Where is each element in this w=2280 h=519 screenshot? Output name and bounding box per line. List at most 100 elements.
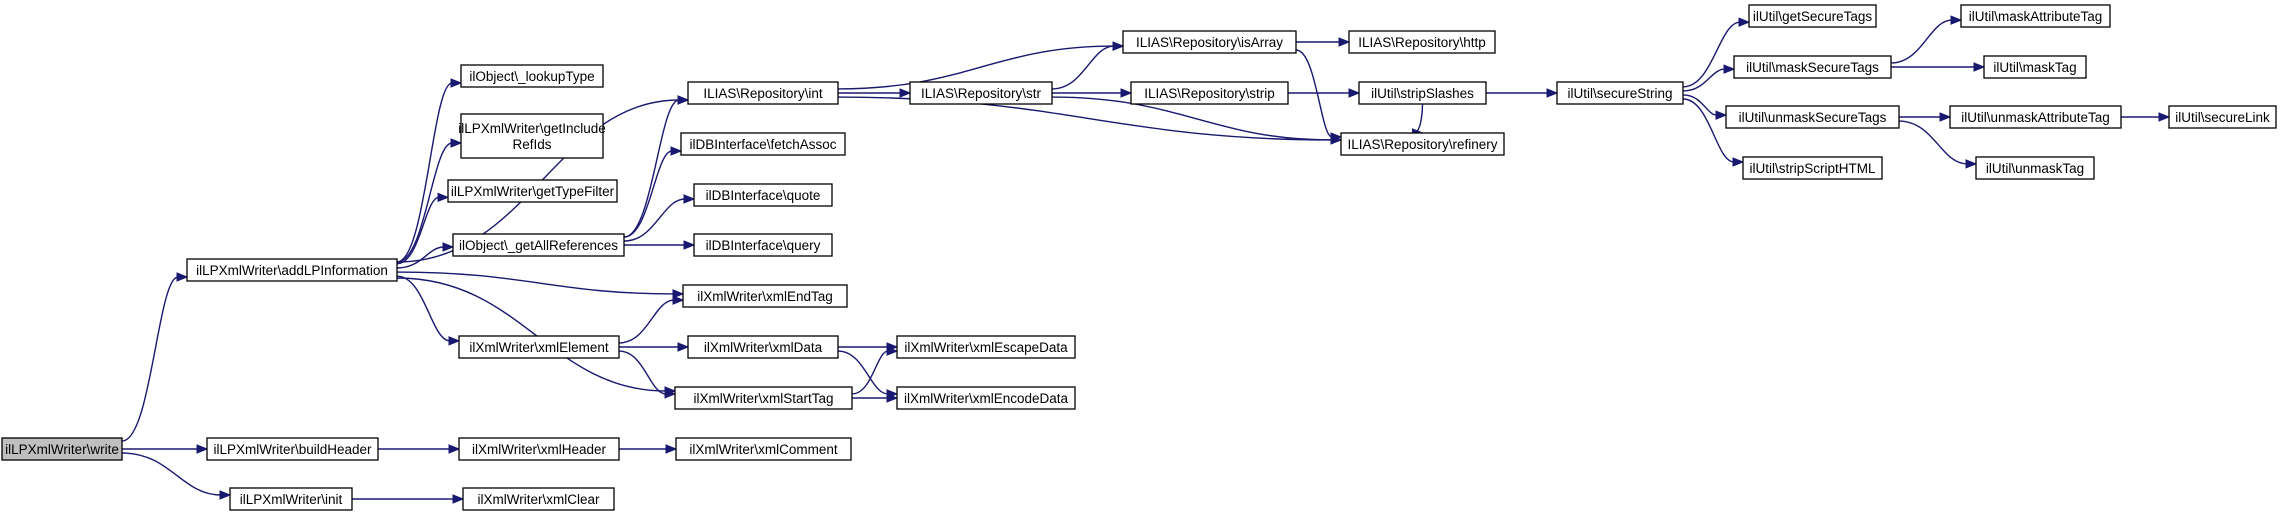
node-stripslashes[interactable]: ilUtil\stripSlashes: [1358, 81, 1487, 105]
node-masktag[interactable]: ilUtil\maskTag: [1983, 55, 2087, 79]
arrowhead-addLP-to-getAllReferences: [442, 242, 455, 252]
arrowhead-unmaskSecureTags-to-unmaskTag: [1965, 159, 1978, 169]
edge-write-to-addLP: [121, 276, 179, 442]
node-xmlclear[interactable]: ilXmlWriter\xmlClear: [462, 487, 615, 511]
node-label: ilDBInterface\query: [706, 238, 821, 253]
node-write[interactable]: ilLPXmlWriter\write: [1, 437, 123, 461]
node-box: [675, 437, 852, 461]
node-isarray[interactable]: ILIAS\Repository\isArray: [1122, 30, 1297, 54]
node-box: [674, 386, 853, 410]
node-box: [909, 81, 1053, 105]
node-box: [1122, 30, 1297, 54]
edge-xmlElement-to-xmlEndTag: [618, 299, 675, 344]
edge-write-to-init: [121, 452, 222, 496]
node-box: [1983, 55, 2087, 79]
node-quote[interactable]: ilDBInterface\quote: [693, 183, 833, 207]
node-stripscripthtml[interactable]: ilUtil\stripScriptHTML: [1742, 156, 1883, 180]
node-label: ilObject\_lookupType: [469, 69, 594, 84]
node-securelink[interactable]: ilUtil\secureLink: [2168, 105, 2277, 129]
node-xmlcomment[interactable]: ilXmlWriter\xmlComment: [675, 437, 852, 461]
node-unmasksecuretags[interactable]: ilUtil\unmaskSecureTags: [1725, 105, 1900, 129]
node-addlp[interactable]: ilLPXmlWriter\addLPInformation: [186, 258, 398, 282]
node-label: ilLPXmlWriter\init: [240, 492, 343, 507]
node-box: [693, 233, 833, 257]
arrowhead-addLP-to-lookupType: [450, 78, 463, 88]
node-box: [229, 487, 353, 511]
edge-addLP-to-xmlEndTag: [396, 271, 675, 295]
arrowhead-getAllReferences-to-quote: [683, 194, 696, 204]
node-masksecuretags[interactable]: ilUtil\maskSecureTags: [1733, 55, 1892, 79]
arrowhead-xmlElement-to-xmlStartTag: [664, 389, 677, 399]
node-init[interactable]: ilLPXmlWriter\init: [229, 487, 353, 511]
arrowhead-secureString-to-unmaskSecureTags: [1715, 110, 1728, 120]
node-repostr[interactable]: ILIAS\Repository\str: [909, 81, 1053, 105]
node-buildheader[interactable]: ilLPXmlWriter\buildHeader: [206, 437, 379, 461]
node-xmlstarttag[interactable]: ilXmlWriter\xmlStartTag: [674, 386, 853, 410]
node-label: ilXmlWriter\xmlEscapeData: [904, 340, 1068, 355]
node-label: ilXmlWriter\xmlStartTag: [693, 391, 833, 406]
node-label: ilUtil\maskAttributeTag: [1969, 9, 2103, 24]
nodes-layer: ilLPXmlWriter\write ilLPXmlWriter\addLPIn…: [1, 4, 2277, 511]
node-xmlescapedata[interactable]: ilXmlWriter\xmlEscapeData: [896, 335, 1076, 359]
node-label: ilXmlWriter\xmlData: [704, 340, 823, 355]
node-xmlencodedata[interactable]: ilXmlWriter\xmlEncodeData: [896, 386, 1076, 410]
edge-getAllReferences-to-repoInt: [623, 99, 680, 238]
edge-addLP-to-getIncludeRefIds: [396, 142, 453, 263]
arrowhead-xmlHeader-to-xmlComment: [665, 444, 678, 454]
arrowhead-maskSecureTags-to-maskAttributeTag: [1950, 15, 1963, 25]
node-getallreferences[interactable]: ilObject\_getAllReferences: [452, 233, 625, 257]
node-getsecuretags[interactable]: ilUtil\getSecureTags: [1748, 4, 1877, 28]
node-box: [896, 386, 1076, 410]
node-label: ilDBInterface\quote: [706, 188, 821, 203]
node-xmlheader[interactable]: ilXmlWriter\xmlHeader: [458, 437, 620, 461]
node-label: ilUtil\maskSecureTags: [1746, 60, 1879, 75]
node-box: [206, 437, 379, 461]
arrowhead-write-to-addLP: [176, 272, 189, 282]
arrowhead-isArray-to-refinery: [1330, 132, 1343, 142]
node-query[interactable]: ilDBInterface\query: [693, 233, 833, 257]
arrowhead-xmlStartTag-to-xmlEncodeData: [886, 393, 899, 403]
arrowhead-addLP-to-getTypeFilter: [437, 192, 450, 203]
arrowhead-secureString-to-getSecureTags: [1738, 17, 1751, 27]
node-repoint[interactable]: ILIAS\Repository\int: [687, 81, 839, 105]
arrowhead-repoStr-to-isArray: [1112, 41, 1125, 51]
node-box: [682, 284, 848, 308]
edge-addLP-to-getAllReferences: [396, 246, 445, 269]
node-maskattributetag[interactable]: ilUtil\maskAttributeTag: [1960, 4, 2111, 28]
node-box: [1960, 4, 2111, 28]
node-label: ilLPXmlWriter\buildHeader: [213, 442, 372, 457]
node-box: [1340, 132, 1505, 156]
node-label: RefIds: [512, 137, 551, 152]
edge-maskSecureTags-to-maskAttributeTag: [1890, 19, 1953, 64]
node-label: ilXmlWriter\xmlEncodeData: [904, 391, 1069, 406]
arrowhead-addLP-to-xmlEndTag: [672, 289, 685, 299]
node-box: [1733, 55, 1892, 79]
arrowhead-maskSecureTags-to-maskTag: [1973, 62, 1986, 72]
node-label: ilUtil\unmaskSecureTags: [1739, 110, 1887, 125]
node-strip[interactable]: ILIAS\Repository\strip: [1130, 81, 1289, 105]
node-gettypefilter[interactable]: ilLPXmlWriter\getTypeFilter: [447, 179, 618, 203]
arrowhead-addLP-to-getIncludeRefIds: [450, 138, 463, 148]
node-lookuptype[interactable]: ilObject\_lookupType: [460, 64, 604, 88]
node-xmldata[interactable]: ilXmlWriter\xmlData: [687, 335, 839, 359]
arrowhead-strip-to-stripSlashes: [1348, 88, 1361, 98]
edge-xmlElement-to-xmlStartTag: [618, 350, 667, 395]
node-xmlendtag[interactable]: ilXmlWriter\xmlEndTag: [682, 284, 848, 308]
arrowhead-secureString-to-stripScriptHTML: [1732, 157, 1745, 167]
node-unmaskattributetag[interactable]: ilUtil\unmaskAttributeTag: [1949, 105, 2122, 129]
node-http[interactable]: ILIAS\Repository\http: [1348, 30, 1496, 54]
node-box: [1949, 105, 2122, 129]
node-unmasktag[interactable]: ilUtil\unmaskTag: [1975, 156, 2095, 180]
node-box: [1748, 4, 1877, 28]
node-fetchassoc[interactable]: ilDBInterface\fetchAssoc: [680, 132, 846, 156]
arrowhead-xmlElement-to-xmlEndTag: [672, 295, 685, 305]
node-label: ilLPXmlWriter\addLPInformation: [196, 263, 388, 278]
node-xmlelement[interactable]: ilXmlWriter\xmlElement: [458, 335, 620, 359]
node-refinery[interactable]: ILIAS\Repository\refinery: [1340, 132, 1505, 156]
node-box: [687, 335, 839, 359]
node-label: ilXmlWriter\xmlHeader: [472, 442, 607, 457]
arrowhead-getAllReferences-to-fetchAssoc: [670, 146, 683, 156]
edge-xmlData-to-xmlEncodeData: [837, 350, 889, 395]
node-securestring[interactable]: ilUtil\secureString: [1556, 81, 1684, 105]
